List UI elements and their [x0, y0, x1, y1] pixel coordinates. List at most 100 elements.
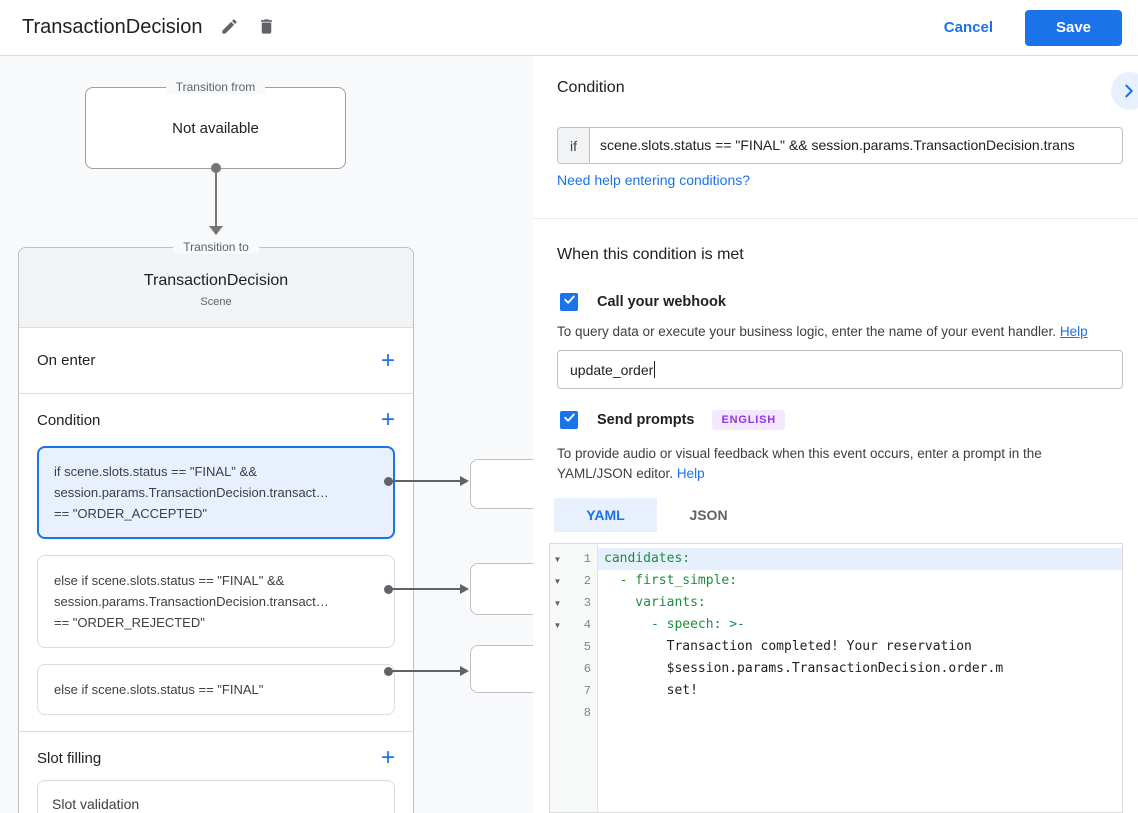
- if-label: if: [558, 128, 590, 163]
- condition-expression-field[interactable]: if scene.slots.status == "FINAL" && sess…: [557, 127, 1123, 164]
- editor-gutter: [550, 544, 598, 812]
- code-line: 6 $session.params.TransactionDecision.or…: [550, 658, 1122, 680]
- webhook-name-input[interactable]: update_order: [557, 350, 1123, 389]
- add-condition-button[interactable]: +: [381, 408, 395, 432]
- prompts-help-link[interactable]: Help: [676, 466, 705, 481]
- condition-help-link[interactable]: Need help entering conditions?: [557, 172, 751, 188]
- transition-from-label: Transition from: [165, 80, 266, 94]
- plus-icon: +: [380, 346, 395, 374]
- fold-arrow-icon[interactable]: ▼: [553, 554, 562, 564]
- condition-card-rejected[interactable]: else if scene.slots.status == "FINAL" &&…: [37, 555, 395, 648]
- transition-target-node[interactable]: [470, 645, 533, 693]
- connector-line: [215, 168, 217, 228]
- code-text[interactable]: set!: [604, 683, 698, 698]
- on-enter-row: On enter +: [19, 328, 413, 394]
- text-caret: [654, 361, 656, 378]
- connector-line: [392, 670, 462, 672]
- connector-line: [392, 480, 462, 482]
- scene-card-header: TransactionDecision Scene: [19, 248, 413, 328]
- code-text[interactable]: variants:: [604, 595, 706, 610]
- slot-validation-card[interactable]: Slot validation: [37, 780, 395, 813]
- code-text[interactable]: Transaction completed! Your reservation: [604, 639, 972, 654]
- code-line: ▼ 1 candidates:: [550, 548, 1122, 570]
- when-met-title: When this condition is met: [557, 246, 744, 263]
- condition-card-final[interactable]: else if scene.slots.status == "FINAL": [37, 664, 395, 715]
- connector-dot: [384, 477, 393, 486]
- webhook-name-value: update_order: [570, 361, 654, 378]
- code-line: 7 set!: [550, 680, 1122, 702]
- delete-button[interactable]: [257, 17, 276, 39]
- pencil-icon: [220, 17, 239, 39]
- save-button[interactable]: Save: [1025, 9, 1122, 46]
- arrow-right-icon: [460, 584, 469, 594]
- line-number: 6: [583, 662, 591, 676]
- transition-target-node[interactable]: [470, 459, 533, 509]
- arrow-right-icon: [460, 666, 469, 676]
- tab-yaml[interactable]: YAML: [554, 498, 657, 532]
- scene-flow-panel: Transition from Not available Transition…: [0, 56, 533, 813]
- fold-arrow-icon[interactable]: ▼: [553, 620, 562, 630]
- condition-editor-panel: Condition if scene.slots.status == "FINA…: [533, 56, 1138, 813]
- code-text[interactable]: candidates:: [598, 548, 1122, 570]
- trash-icon: [257, 17, 276, 39]
- code-line: ▼ 3 variants:: [550, 592, 1122, 614]
- connector-dot: [384, 585, 393, 594]
- check-icon: [563, 293, 576, 311]
- transition-to-label: Transition to: [173, 240, 259, 254]
- line-number: 8: [583, 706, 591, 720]
- scene-type: Scene: [200, 296, 232, 308]
- connector-line: [392, 588, 462, 590]
- transition-from-box: Transition from Not available: [85, 80, 346, 169]
- code-text[interactable]: - first_simple:: [604, 573, 738, 588]
- slot-filling-section-header: Slot filling +: [19, 732, 413, 780]
- tab-json[interactable]: JSON: [689, 507, 728, 523]
- condition-card-accepted[interactable]: if scene.slots.status == "FINAL" && sess…: [37, 446, 395, 539]
- prompts-label: Send prompts: [597, 412, 695, 428]
- prompts-description-text: To provide audio or visual feedback when…: [557, 446, 1042, 481]
- transition-target-node[interactable]: [470, 563, 533, 615]
- add-slot-button[interactable]: +: [381, 746, 395, 770]
- arrow-right-icon: [460, 476, 469, 486]
- condition-expression-value[interactable]: scene.slots.status == "FINAL" && session…: [600, 137, 1075, 153]
- connector-dot: [384, 667, 393, 676]
- prompts-checkbox[interactable]: [560, 411, 578, 429]
- line-number: 2: [583, 574, 591, 588]
- panel-title: Condition: [557, 79, 625, 96]
- slot-filling-label: Slot filling: [37, 749, 102, 767]
- collapse-panel-button[interactable]: [1111, 72, 1138, 110]
- code-text[interactable]: $session.params.TransactionDecision.orde…: [604, 661, 1004, 676]
- line-number: 1: [583, 552, 591, 566]
- webhook-help-link[interactable]: Help: [1059, 324, 1088, 339]
- top-bar: TransactionDecision Cancel Save: [0, 0, 1138, 56]
- add-on-enter-button[interactable]: +: [381, 348, 395, 372]
- prompts-checkbox-row: Send prompts ENGLISH: [560, 410, 785, 430]
- webhook-description: To query data or execute your business l…: [557, 322, 1088, 342]
- edit-button[interactable]: [220, 17, 239, 39]
- webhook-label: Call your webhook: [597, 294, 726, 310]
- code-line: 5 Transaction completed! Your reservatio…: [550, 636, 1122, 658]
- yaml-code-editor[interactable]: ▼ 1 candidates: ▼ 2 - first_simple: ▼ 3 …: [549, 543, 1123, 813]
- language-badge: ENGLISH: [712, 410, 785, 430]
- divider: [533, 218, 1138, 219]
- divider: [19, 731, 413, 732]
- editor-format-tabs: YAML JSON: [554, 498, 760, 532]
- fold-arrow-icon[interactable]: ▼: [553, 598, 562, 608]
- code-line: ▼ 2 - first_simple:: [550, 570, 1122, 592]
- arrow-down-icon: [209, 226, 223, 235]
- page-title: TransactionDecision: [22, 16, 203, 38]
- code-line: 8: [550, 702, 1122, 724]
- line-number: 7: [583, 684, 591, 698]
- editor-lines: ▼ 1 candidates: ▼ 2 - first_simple: ▼ 3 …: [550, 548, 1122, 724]
- code-text[interactable]: - speech: >-: [604, 617, 745, 632]
- cancel-button[interactable]: Cancel: [943, 19, 993, 36]
- code-line: ▼ 4 - speech: >-: [550, 614, 1122, 636]
- webhook-description-text: To query data or execute your business l…: [557, 324, 1057, 339]
- line-number: 3: [583, 596, 591, 610]
- webhook-checkbox[interactable]: [560, 293, 578, 311]
- line-number: 4: [583, 618, 591, 632]
- code-text[interactable]: [598, 702, 1122, 724]
- line-number: 5: [583, 640, 591, 654]
- check-icon: [563, 411, 576, 429]
- fold-arrow-icon[interactable]: ▼: [553, 576, 562, 586]
- on-enter-label: On enter: [37, 352, 96, 369]
